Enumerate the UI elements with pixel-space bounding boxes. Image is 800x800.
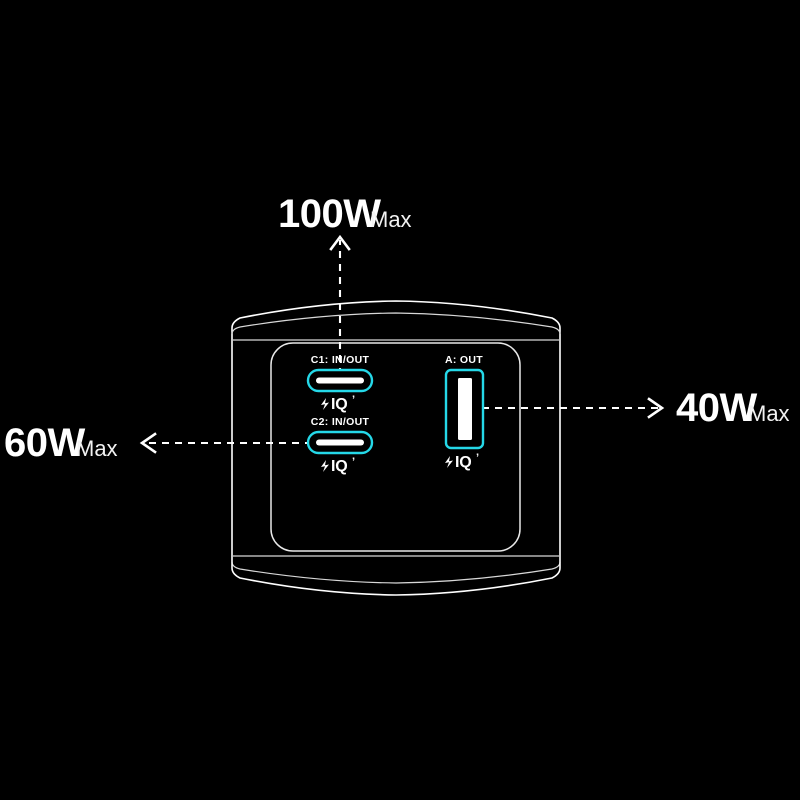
- callout-line-right: [482, 397, 665, 419]
- port-c1-label: C1: IN/OUT: [311, 354, 370, 366]
- callout-100w-unit: Max: [370, 207, 412, 232]
- callout-40w-value: 40W: [676, 386, 757, 430]
- usb-c-port-c2-slot: [316, 439, 364, 446]
- callout-60w: 60W Max: [4, 421, 118, 465]
- iq-badge-a-tick: ’: [476, 452, 479, 464]
- iq-badge-c2-text: IQ: [331, 458, 348, 475]
- iq-badge-c2-tick: ’: [352, 456, 355, 468]
- device-body: [231, 300, 561, 596]
- usb-c-port-c1-slot: [316, 377, 364, 384]
- callout-line-left: [139, 432, 312, 454]
- callout-40w: 40W Max: [676, 386, 790, 430]
- iq-badge-a: IQ ’: [445, 452, 479, 471]
- callout-60w-unit: Max: [76, 436, 118, 461]
- iq-badge-c2: IQ ’: [321, 456, 355, 475]
- callout-line-top: [329, 234, 351, 375]
- callout-60w-value: 60W: [4, 421, 85, 465]
- iq-badge-a-text: IQ: [455, 454, 472, 471]
- callout-40w-unit: Max: [748, 401, 790, 426]
- inner-panel: [270, 342, 521, 552]
- iq-badge-c1: IQ ’: [321, 394, 355, 413]
- callout-100w: 100W Max: [278, 192, 412, 236]
- port-c2-label: C2: IN/OUT: [311, 416, 370, 428]
- callout-100w-value: 100W: [278, 192, 381, 236]
- iq-badge-c1-text: IQ: [331, 396, 348, 413]
- port-c1[interactable]: C1: IN/OUT IQ ’: [306, 354, 374, 413]
- port-a[interactable]: A: OUT IQ ’: [444, 354, 485, 471]
- port-c2[interactable]: C2: IN/OUT IQ ’: [306, 416, 374, 475]
- usb-a-port-slot: [458, 378, 472, 440]
- iq-badge-c1-tick: ’: [352, 394, 355, 406]
- port-a-label: A: OUT: [445, 354, 483, 366]
